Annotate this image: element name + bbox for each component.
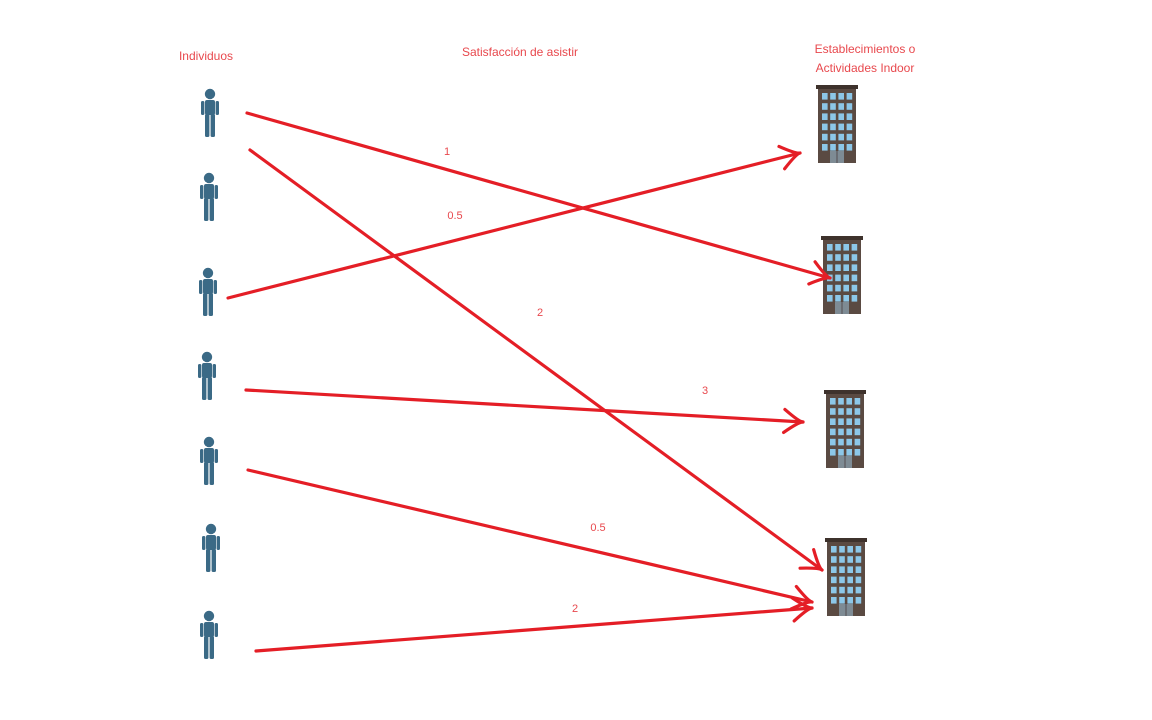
weight-label-5-to-4: 0.5 bbox=[590, 522, 605, 534]
arrow-3-to-1 bbox=[226, 144, 802, 300]
weight-label-1-to-4: 2 bbox=[537, 307, 543, 319]
satisfaction-header: Satisfacción de asistir bbox=[461, 45, 579, 59]
weight-label-4-to-3: 3 bbox=[702, 385, 708, 397]
arrowhead bbox=[790, 596, 814, 623]
person-icon bbox=[201, 88, 219, 137]
weight-labels-layer: 1 2 0.5 3 0.5 2 bbox=[444, 146, 708, 615]
arrowhead bbox=[782, 407, 805, 435]
person-icon bbox=[200, 610, 218, 659]
establishments-header-line1: Establecimientos o bbox=[814, 42, 916, 56]
weight-label-1-to-2: 1 bbox=[444, 146, 450, 158]
person-icon bbox=[200, 172, 218, 221]
establishments-header: Establecimientos o Actividades Indoor bbox=[790, 40, 940, 78]
arrow-4-to-3 bbox=[244, 388, 805, 435]
arrow-1-to-2 bbox=[245, 111, 832, 286]
establishments-header-line2: Actividades Indoor bbox=[815, 61, 915, 75]
individuals-header: Individuos bbox=[178, 49, 234, 63]
arrow-1-to-4 bbox=[248, 148, 824, 572]
building-icon bbox=[821, 236, 863, 314]
arrowhead bbox=[789, 584, 814, 611]
person-icon bbox=[199, 267, 217, 316]
arrowhead bbox=[798, 548, 824, 572]
arrowhead bbox=[777, 144, 802, 171]
arrows-layer bbox=[226, 111, 832, 653]
arrow-7-to-4 bbox=[254, 596, 814, 653]
building-icon bbox=[816, 85, 858, 163]
person-icon bbox=[198, 351, 216, 400]
individuals-column bbox=[198, 88, 220, 659]
weight-label-3-to-1: 0.5 bbox=[447, 210, 462, 222]
arrowhead bbox=[807, 260, 832, 286]
weight-label-7-to-4: 2 bbox=[572, 603, 578, 615]
person-icon bbox=[202, 523, 220, 572]
building-icon bbox=[824, 390, 866, 468]
person-icon bbox=[200, 436, 218, 485]
arrow-5-to-4 bbox=[246, 468, 814, 611]
establishments-column bbox=[816, 85, 867, 616]
building-icon bbox=[825, 538, 867, 616]
